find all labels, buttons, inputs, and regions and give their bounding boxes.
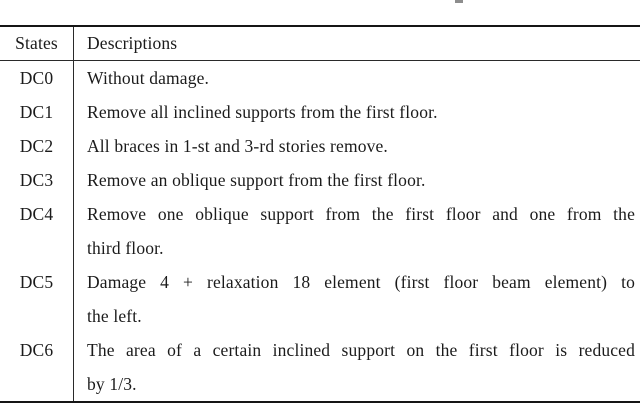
description-cell: Without damage. xyxy=(74,61,640,95)
description-line: Remove all inclined supports from the fi… xyxy=(87,102,438,122)
table-row: DC2 All braces in 1-st and 3-rd stories r… xyxy=(0,129,640,163)
table-row: DC1 Remove all inclined supports from the… xyxy=(0,95,640,129)
table-header-row: States Descriptions xyxy=(0,27,640,61)
column-header-descriptions: Descriptions xyxy=(87,33,178,53)
description-line: The area of a certain inclined support o… xyxy=(87,340,635,360)
description-line: Without damage. xyxy=(87,68,210,88)
description-cell: All braces in 1-st and 3-rd stories remo… xyxy=(74,129,640,163)
description-line: third floor. xyxy=(87,238,164,258)
description-cell: Remove all inclined supports from the fi… xyxy=(74,95,640,129)
table-top-rule xyxy=(0,25,640,27)
column-header-states: States xyxy=(0,27,74,60)
table-row: DC3 Remove an oblique support from the fi… xyxy=(0,163,640,197)
description-line: Remove one oblique support from the firs… xyxy=(87,204,635,224)
description-cell: Remove one oblique support from the firs… xyxy=(74,197,640,265)
description-cell: Damage 4 + relaxation 18 element (first … xyxy=(74,265,640,333)
description-line: by 1/3. xyxy=(87,374,137,394)
state-cell: DC0 xyxy=(0,61,74,95)
description-line: All braces in 1-st and 3-rd stories remo… xyxy=(87,136,388,156)
table-row: DC5 Damage 4 + relaxation 18 element (fir… xyxy=(0,265,640,333)
description-line: Remove an oblique support from the first… xyxy=(87,170,426,190)
description-cell: Remove an oblique support from the first… xyxy=(74,163,640,197)
description-line: the left. xyxy=(87,306,142,326)
table-row: DC6 The area of a certain inclined suppor… xyxy=(0,333,640,401)
description-line: Damage 4 + relaxation 18 element (first … xyxy=(87,272,635,292)
state-cell: DC5 xyxy=(0,265,74,333)
state-cell: DC3 xyxy=(0,163,74,197)
state-cell: DC4 xyxy=(0,197,74,265)
table-row: DC0 Without damage. xyxy=(0,61,640,95)
caption-cropped-artifact xyxy=(455,0,463,3)
table-body: DC0 Without damage. DC1 Remove all inclined… xyxy=(0,61,640,401)
state-cell: DC6 xyxy=(0,333,74,401)
state-cell: DC2 xyxy=(0,129,74,163)
table-row: DC4 Remove one oblique support from the f… xyxy=(0,197,640,265)
table-bottom-rule xyxy=(0,401,640,403)
state-cell: DC1 xyxy=(0,95,74,129)
description-cell: The area of a certain inclined support o… xyxy=(74,333,640,401)
